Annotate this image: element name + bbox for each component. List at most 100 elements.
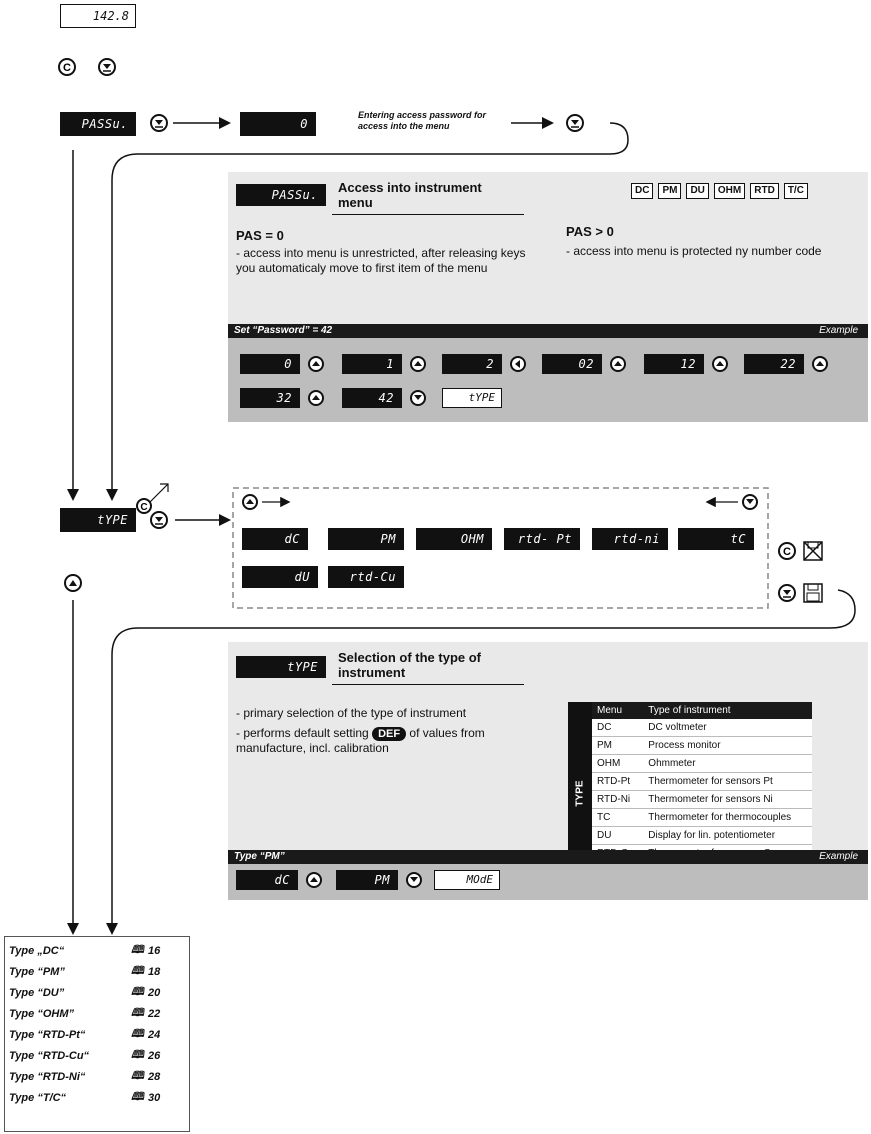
book-icon: 🕮 xyxy=(131,1007,144,1019)
option-display[interactable]: dU xyxy=(242,566,318,588)
list-item[interactable]: Type “RTD-Cu“🕮26 xyxy=(7,1045,162,1066)
up-button[interactable] xyxy=(242,494,258,510)
def-badge: DEF xyxy=(372,727,407,741)
option-display[interactable]: OHM xyxy=(416,528,492,550)
list-item[interactable]: Type “T/C“🕮30 xyxy=(7,1087,162,1108)
seq-end-display: tYPE xyxy=(442,388,502,408)
option-display[interactable]: tC xyxy=(678,528,754,550)
list-item[interactable]: Type “DU”🕮20 xyxy=(7,982,162,1003)
down-button[interactable] xyxy=(150,114,168,132)
down-button[interactable] xyxy=(98,58,116,76)
up-button[interactable] xyxy=(812,356,828,372)
panel-title: Selection of the type of instrument xyxy=(338,650,482,680)
ref-label: Type “RTD-Ni“ xyxy=(9,1070,86,1083)
down-button[interactable] xyxy=(778,584,796,602)
svg-text:C: C xyxy=(63,62,71,74)
bullet2-end: of values from manufacture, incl. calibr… xyxy=(236,726,485,755)
option-display[interactable]: rtd-ni xyxy=(592,528,668,550)
list-item[interactable]: Type “PM”🕮18 xyxy=(7,961,162,982)
c-button[interactable]: C xyxy=(136,498,152,514)
ref-page: 20 xyxy=(147,986,161,999)
title-underline xyxy=(332,214,524,215)
ex-from-display: dC xyxy=(236,870,298,890)
up-button[interactable] xyxy=(64,574,82,592)
ref-page: 26 xyxy=(147,1049,161,1062)
pas-positive-text: - access into menu is protected ny numbe… xyxy=(566,244,822,258)
book-icon: 🕮 xyxy=(131,1091,144,1103)
list-item[interactable]: Type “RTD-Pt“🕮24 xyxy=(7,1024,162,1045)
zero-display: 0 xyxy=(240,112,316,136)
seq-display: 02 xyxy=(542,354,602,374)
type-panel: tYPE Selection of the type of instrument… xyxy=(228,642,868,900)
svg-text:C: C xyxy=(140,502,147,512)
down-button[interactable] xyxy=(566,114,584,132)
up-button[interactable] xyxy=(306,872,322,888)
access-note: Entering access password for access into… xyxy=(358,110,487,131)
up-button[interactable] xyxy=(610,356,626,372)
option-display[interactable]: rtd- Pt xyxy=(504,528,580,550)
table-cell: OHM xyxy=(592,754,644,773)
bullet2-start: - performs default setting xyxy=(236,726,369,740)
seq-display: 32 xyxy=(240,388,300,408)
example-strip xyxy=(228,864,868,900)
table-header: Menu xyxy=(592,702,644,719)
table-cell: RTD-Pt xyxy=(592,772,644,791)
ref-label: Type “PM” xyxy=(9,965,65,978)
seq-display: 2 xyxy=(442,354,502,374)
tag-rtd: RTD xyxy=(750,183,779,199)
table-cell: Thermometer for thermocouples xyxy=(643,808,812,827)
seq-display: 1 xyxy=(342,354,402,374)
seq-display: 0 xyxy=(240,354,300,374)
pas-positive-head: PAS > 0 xyxy=(566,224,614,239)
ref-label: Type „DC“ xyxy=(9,944,65,957)
book-icon: 🕮 xyxy=(131,1070,144,1082)
table-cell: Thermometer for sensors Pt xyxy=(643,772,812,791)
book-icon: 🕮 xyxy=(131,944,144,956)
book-icon: 🕮 xyxy=(131,986,144,998)
ref-page: 30 xyxy=(147,1091,161,1104)
example-word: Example xyxy=(819,851,858,862)
list-item[interactable]: Type “OHM”🕮22 xyxy=(7,1003,162,1024)
up-button[interactable] xyxy=(712,356,728,372)
down-button[interactable] xyxy=(410,390,426,406)
c-button[interactable]: C xyxy=(58,58,76,76)
main-display: 142.8 xyxy=(60,4,136,28)
pas-zero-text: - access into menu is unrestricted, afte… xyxy=(236,246,526,275)
up-button[interactable] xyxy=(308,390,324,406)
example-strip xyxy=(228,338,868,422)
book-icon: 🕮 xyxy=(131,965,144,977)
down-button[interactable] xyxy=(742,494,758,510)
list-item[interactable]: Type „DC“🕮16 xyxy=(7,940,162,961)
type-bullet-1: - primary selection of the type of instr… xyxy=(236,706,467,720)
seq-display: 42 xyxy=(342,388,402,408)
left-button[interactable] xyxy=(510,356,526,372)
option-display[interactable]: rtd-Cu xyxy=(328,566,404,588)
example-label: Set “Password” = 42 xyxy=(234,325,333,336)
option-display[interactable]: dC xyxy=(242,528,308,550)
ref-page: 28 xyxy=(147,1070,161,1083)
up-button[interactable] xyxy=(308,356,324,372)
down-button[interactable] xyxy=(406,872,422,888)
c-button[interactable]: C xyxy=(778,542,796,560)
table-header-row: Menu Type of instrument xyxy=(592,702,812,719)
list-item[interactable]: Type “RTD-Ni“ 🕮28 xyxy=(7,1066,162,1087)
book-icon: 🕮 xyxy=(131,1049,144,1061)
up-button[interactable] xyxy=(410,356,426,372)
table-cell: Process monitor xyxy=(643,736,812,755)
down-button[interactable] xyxy=(150,511,168,529)
book-icon: 🕮 xyxy=(131,1028,144,1040)
option-display[interactable]: PM xyxy=(328,528,404,550)
example-bar: Type “PM” Example xyxy=(228,850,868,864)
tag-pm: PM xyxy=(658,183,682,199)
ref-page: 24 xyxy=(147,1028,161,1041)
discard-icon xyxy=(802,540,824,562)
panel-title: Access into instrument menu xyxy=(338,180,482,210)
